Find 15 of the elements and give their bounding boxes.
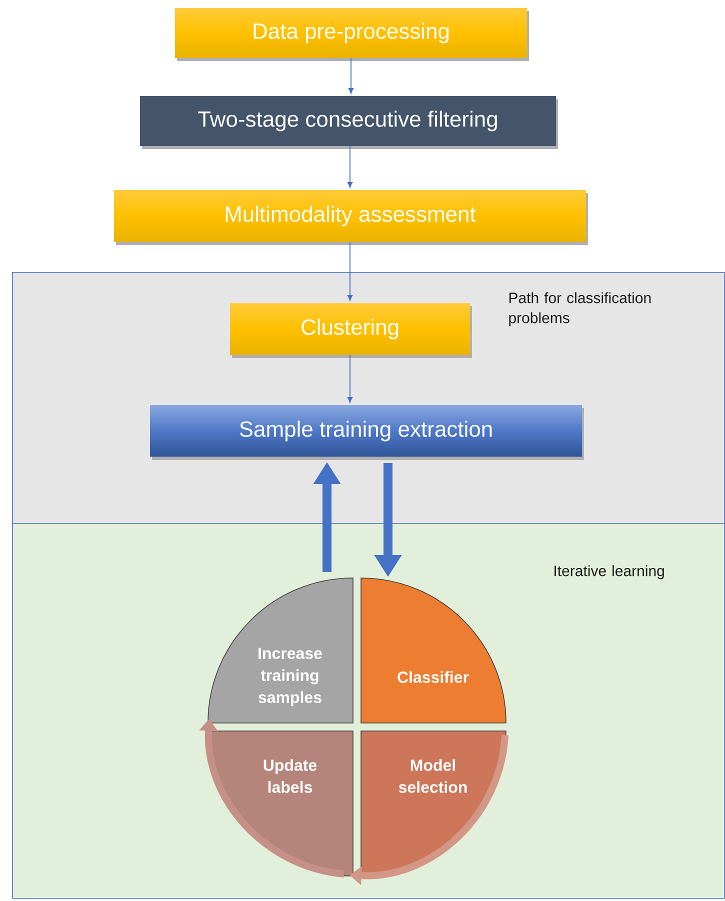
region-label: Iterative learning: [554, 565, 664, 580]
cycle-segment: Update labels: [208, 730, 354, 876]
process-box: Sample training extraction: [150, 405, 584, 460]
arrow: [347, 242, 353, 301]
process-box: Clustering: [230, 303, 472, 358]
arrow: [347, 354, 353, 403]
process-box: Two-stage consecutive filtering: [140, 96, 558, 149]
cycle-segment: Classifier: [360, 578, 506, 724]
arrow: [347, 146, 353, 188]
region-label: Path for classification problems: [509, 292, 651, 326]
process-box: Data pre-processing: [175, 8, 529, 61]
cycle-segment: Increase training samples: [208, 578, 354, 724]
process-box: Multimodality assessment: [114, 190, 588, 245]
cycle-segment: Model selection: [360, 730, 506, 876]
arrow: [348, 58, 354, 94]
